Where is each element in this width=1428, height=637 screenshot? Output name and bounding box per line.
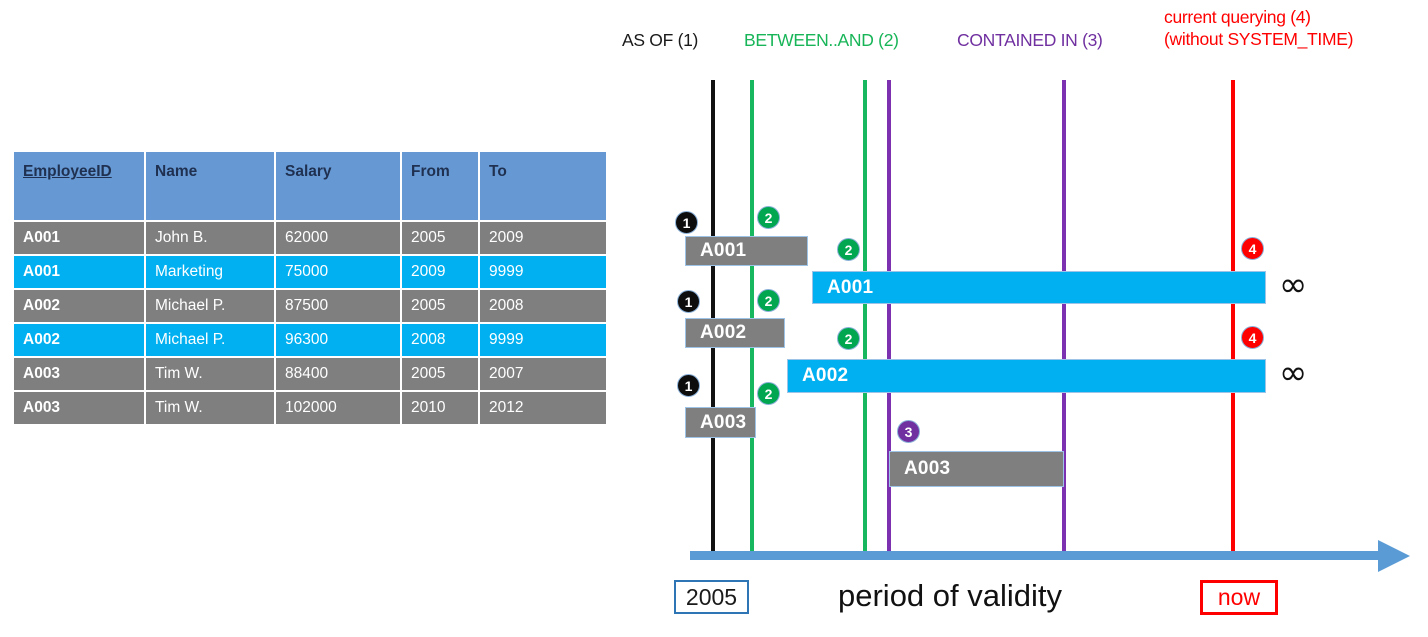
legend-as-of: AS OF (1) — [622, 30, 699, 50]
legend-current-line1: current querying (4) — [1164, 7, 1311, 27]
bar-a002-current: A002 — [787, 359, 1266, 393]
cell-employeeid: A003 — [14, 358, 144, 390]
cell-employeeid: A002 — [14, 290, 144, 322]
cell-employeeid: A001 — [14, 256, 144, 288]
cell-to: 9999 — [480, 324, 606, 356]
timeline-axis — [690, 551, 1380, 560]
cell-to: 2009 — [480, 222, 606, 254]
cell-salary: 62000 — [276, 222, 400, 254]
column-header-employeeid: EmployeeID — [14, 152, 144, 220]
query-line-between-end — [863, 80, 867, 558]
table-row: A001 Marketing 75000 2009 9999 — [14, 256, 606, 288]
marker-2-a002-end: 2 — [837, 327, 860, 350]
cell-to: 2012 — [480, 392, 606, 424]
bar-a001-historic: A001 — [685, 236, 808, 266]
table-row: A002 Michael P. 96300 2008 9999 — [14, 324, 606, 356]
cell-from: 2009 — [402, 256, 478, 288]
legend-current-querying: current querying (4) (without SYSTEM_TIM… — [1164, 6, 1353, 51]
cell-employeeid: A002 — [14, 324, 144, 356]
cell-employeeid: A001 — [14, 222, 144, 254]
cell-salary: 87500 — [276, 290, 400, 322]
cell-employeeid: A003 — [14, 392, 144, 424]
legend-current-line2: (without SYSTEM_TIME) — [1164, 29, 1354, 50]
cell-salary: 75000 — [276, 256, 400, 288]
axis-label-start: 2005 — [674, 580, 749, 614]
marker-2-a003-start: 2 — [757, 382, 780, 405]
bar-a003-historic-2: A003 — [889, 451, 1064, 487]
employee-history-table: EmployeeID Name Salary From To A001 John… — [12, 150, 608, 426]
cell-name: Michael P. — [146, 290, 274, 322]
cell-name: Marketing — [146, 256, 274, 288]
bar-a002-historic: A002 — [685, 318, 785, 348]
cell-from: 2005 — [402, 290, 478, 322]
cell-from: 2010 — [402, 392, 478, 424]
cell-name: John B. — [146, 222, 274, 254]
timeline-arrow-icon — [1378, 540, 1410, 572]
cell-from: 2008 — [402, 324, 478, 356]
cell-salary: 96300 — [276, 324, 400, 356]
cell-to: 9999 — [480, 256, 606, 288]
cell-salary: 102000 — [276, 392, 400, 424]
table-header-row: EmployeeID Name Salary From To — [14, 152, 606, 220]
marker-2-a002-start: 2 — [757, 289, 780, 312]
infinity-symbol-a002: ∞ — [1279, 353, 1308, 393]
column-header-salary: Salary — [276, 152, 400, 220]
infinity-symbol-a001: ∞ — [1279, 265, 1308, 305]
marker-1-a001: 1 — [675, 211, 698, 234]
marker-1-a002: 1 — [677, 290, 700, 313]
bar-a001-current: A001 — [812, 271, 1266, 304]
cell-salary: 88400 — [276, 358, 400, 390]
cell-name: Tim W. — [146, 358, 274, 390]
query-line-contained-end — [1062, 80, 1066, 558]
axis-label-now: now — [1200, 580, 1278, 615]
marker-4-a002: 4 — [1241, 326, 1264, 349]
table-row: A003 Tim W. 102000 2010 2012 — [14, 392, 606, 424]
cell-name: Michael P. — [146, 324, 274, 356]
legend-contained-in: CONTAINED IN (3) — [957, 30, 1103, 50]
table-row: A002 Michael P. 87500 2005 2008 — [14, 290, 606, 322]
query-line-now — [1231, 80, 1235, 558]
cell-from: 2005 — [402, 358, 478, 390]
marker-2-a001-end: 2 — [837, 238, 860, 261]
table-row: A003 Tim W. 88400 2005 2007 — [14, 358, 606, 390]
marker-3-a003: 3 — [897, 420, 920, 443]
marker-1-a003: 1 — [677, 374, 700, 397]
column-header-from: From — [402, 152, 478, 220]
cell-to: 2008 — [480, 290, 606, 322]
axis-caption: period of validity — [838, 578, 1063, 613]
column-header-name: Name — [146, 152, 274, 220]
marker-2-a001-start: 2 — [757, 206, 780, 229]
cell-to: 2007 — [480, 358, 606, 390]
table-row: A001 John B. 62000 2005 2009 — [14, 222, 606, 254]
marker-4-a001: 4 — [1241, 237, 1264, 260]
legend-between-and: BETWEEN..AND (2) — [744, 30, 899, 50]
bar-a003-historic-1: A003 — [685, 407, 756, 438]
query-line-contained-start — [887, 80, 891, 558]
cell-name: Tim W. — [146, 392, 274, 424]
column-header-to: To — [480, 152, 606, 220]
cell-from: 2005 — [402, 222, 478, 254]
